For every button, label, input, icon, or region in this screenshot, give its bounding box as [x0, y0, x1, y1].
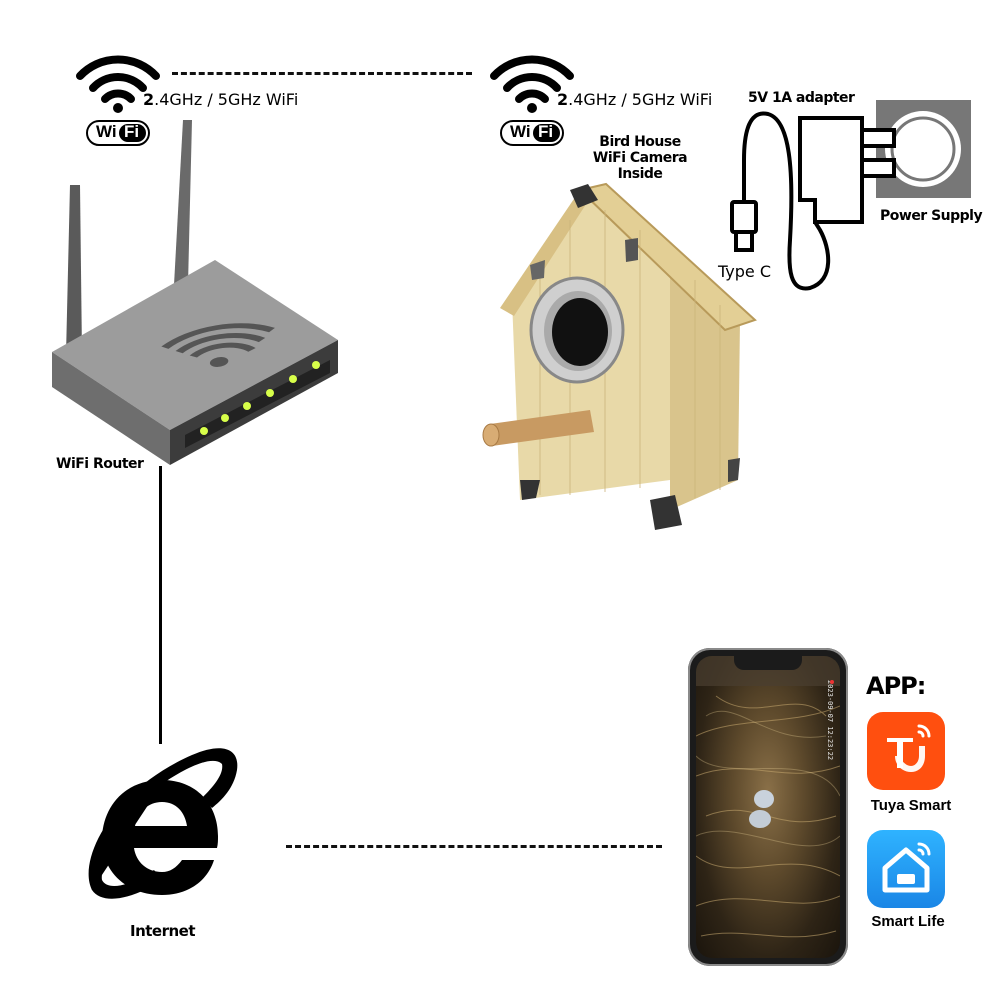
power-supply-label: Power Supply	[880, 208, 983, 224]
phone-timestamp: 2023-09-07 12:23:22	[825, 679, 834, 761]
tuya-smart-app-icon[interactable]	[867, 712, 945, 790]
internet-phone-link	[286, 845, 662, 848]
camera-wifi-band: 2.4GHz / 5GHz WiFi	[557, 90, 713, 109]
phone-screen: 2023-09-07 12:23:22	[696, 656, 840, 958]
smart-life-label: Smart Life	[871, 913, 945, 930]
tuya-smart-label: Tuya Smart	[870, 797, 952, 814]
router-internet-cable	[159, 466, 162, 744]
adapter-label: 5V 1A adapter	[748, 90, 855, 106]
app-heading: APP:	[866, 672, 926, 700]
wifi-logo-icon: Wi Fi	[500, 120, 564, 146]
wifi-signal-icon	[490, 55, 574, 113]
smartphone: 2023-09-07 12:23:22	[688, 648, 848, 966]
power-adapter-icon	[730, 100, 971, 291]
wifi-router-icon	[52, 120, 338, 465]
router-camera-link	[172, 72, 472, 75]
wifi-signal-icon	[76, 55, 160, 113]
phone-notch	[734, 656, 802, 670]
wifi-logo-icon: Wi Fi	[86, 120, 150, 146]
router-wifi-band: 2.4GHz / 5GHz WiFi	[143, 90, 299, 109]
type-c-label: Type C	[718, 262, 772, 281]
router-label: WiFi Router	[56, 456, 144, 472]
bird-house-camera-image	[482, 182, 757, 530]
camera-title: Bird House WiFi Camera Inside	[592, 134, 688, 182]
internet-label: Internet	[130, 922, 196, 940]
internet-explorer-icon	[88, 748, 238, 899]
smart-life-app-icon[interactable]	[867, 830, 945, 908]
red-record-dot-icon	[830, 680, 834, 684]
